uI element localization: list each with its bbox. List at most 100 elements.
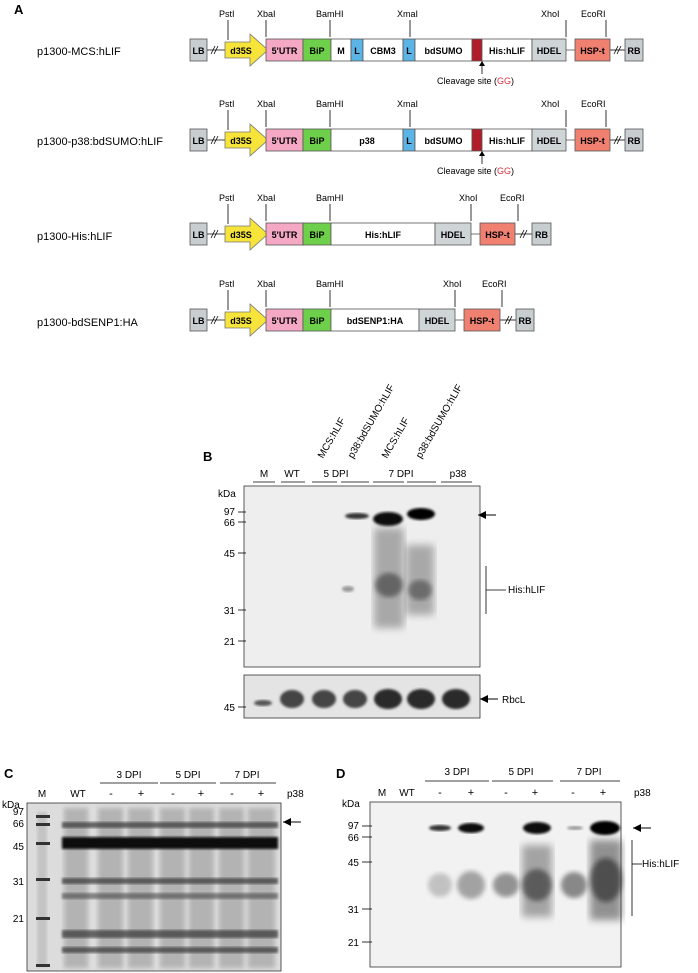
site-ecori: EcoRI [581,9,606,19]
rbcl-label: RbcL [502,695,526,706]
lane-label-mcs-hlif-5dpi: MCS:hLIF [316,416,348,460]
condition-p38: p38 [634,788,651,799]
marker-21: 21 [224,637,236,648]
construct-name: p1300-MCS:hLIF [37,46,121,58]
group-5dpi: 5 DPI [323,469,348,480]
lane-wt: WT [284,469,300,480]
construct-mcs-hlif: p1300-MCS:hLIF PstI XbaI BamHI XmaI XhoI… [37,9,644,86]
lb-label: LB [193,316,205,326]
construct-bdsenp1-ha: p1300-bdSENP1:HA PstI XbaI BamHI XhoI Ec… [37,279,535,337]
rb-label: RB [535,230,548,240]
panel-label-c: C [4,766,14,781]
marker-45: 45 [224,549,236,560]
utr-label: 5'UTR [272,230,298,240]
gel-c-lanes [36,808,278,968]
site-bamhi: BamHI [316,279,344,289]
lane-wt: WT [70,789,86,800]
construct-name: p1300-p38:bdSUMO:hLIF [37,136,163,148]
site-psti: PstI [219,9,235,19]
bdsumo-label: bdSUMO [425,136,463,146]
site-ecori: EcoRI [581,99,606,109]
site-psti: PstI [219,279,235,289]
sign-minus: - [504,787,508,799]
kda-label: kDa [342,799,360,810]
lane-p38: p38 [450,469,467,480]
blot-d-signal [428,821,622,920]
marker-21: 21 [348,938,360,949]
marker-97: 97 [13,807,25,818]
site-psti: PstI [219,193,235,203]
sign-plus: + [532,787,538,799]
promoter-label: d35S [230,316,252,326]
site-psti: PstI [219,99,235,109]
site-xhoi: XhoI [541,9,560,19]
sign-minus: - [438,787,442,799]
hdel-label: HDEL [537,46,562,56]
construct-name: p1300-His:hLIF [37,231,112,243]
kda-label: kDa [2,800,20,811]
marker-66: 66 [348,833,360,844]
lb-label: LB [193,46,205,56]
site-bamhi: BamHI [316,193,344,203]
lane-m: M [260,469,268,480]
sign-minus: - [171,788,175,800]
marker-97: 97 [348,821,360,832]
lb-label: LB [193,230,205,240]
site-xbai: XbaI [257,99,276,109]
lane-m: M [378,788,386,799]
target-label: His:hLIF [489,46,525,56]
rb-label: RB [628,46,641,56]
site-ecori: EcoRI [500,193,525,203]
bip-label: BiP [309,316,324,326]
lane-label-mcs-hlif-7dpi: MCS:hLIF [380,416,412,460]
marker-31: 31 [224,606,236,617]
sign-plus: + [258,788,264,800]
hsp-label: HSP-t [580,46,605,56]
marker-21: 21 [13,914,25,925]
rbcl-bands [254,689,470,709]
sign-minus: - [109,788,113,800]
construct-his-hlif: p1300-His:hLIF PstI XbaI BamHI XhoI EcoR… [37,193,552,251]
promoter-label: d35S [230,230,252,240]
cleavage-site-label: Cleavage site (GG) [437,166,514,176]
group-3dpi: 3 DPI [116,770,141,781]
sign-plus: + [138,788,144,800]
cleavage-site-label: Cleavage site (GG) [437,76,514,86]
blot-b-signal [342,508,435,628]
marker-97: 97 [224,507,236,518]
p38-label: p38 [359,136,375,146]
marker-45: 45 [348,858,360,869]
marker-66: 66 [13,819,25,830]
group-7dpi: 7 DPI [234,770,259,781]
arrow-b-head [478,511,486,519]
bdsumo-label: bdSUMO [425,46,463,56]
linker-label: L [354,46,360,56]
hsp-label: HSP-t [485,230,510,240]
bip-label: BiP [309,136,324,146]
panel-label-b: B [203,449,212,464]
site-xbai: XbaI [257,9,276,19]
promoter-label: d35S [230,46,252,56]
site-xmai: XmaI [397,9,418,19]
target-label: His:hLIF [365,230,401,240]
promoter-arrow-shape [224,33,269,67]
linker-label: L [406,136,412,146]
bip-label: BiP [309,230,324,240]
sign-plus: + [468,787,474,799]
lane-wt: WT [399,788,415,799]
linker-label: L [406,46,412,56]
site-xhoi: XhoI [443,279,462,289]
rb-label: RB [628,136,641,146]
kda-label: kDa [218,489,236,500]
lb-label: LB [193,136,205,146]
construct-name: p1300-bdSENP1:HA [37,317,139,329]
site-xhoi: XhoI [459,193,478,203]
promoter-label: d35S [230,136,252,146]
panel-label-d: D [336,766,345,781]
cbm3-label: CBM3 [370,46,396,56]
panel-label-a: A [14,2,24,17]
sign-plus: + [600,787,606,799]
group-7dpi: 7 DPI [576,767,601,778]
utr-label: 5'UTR [272,316,298,326]
